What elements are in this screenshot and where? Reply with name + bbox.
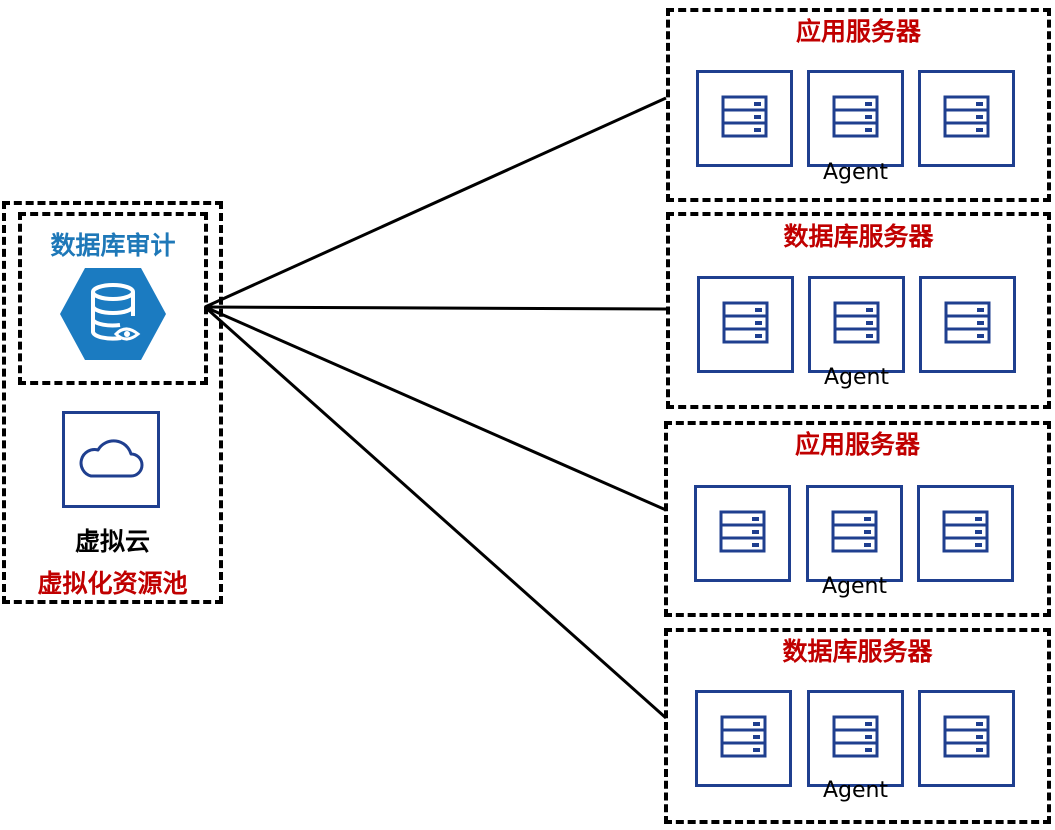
server-icon <box>832 95 879 138</box>
server-icon <box>831 510 878 553</box>
server-box <box>694 485 791 582</box>
virtual-resource-pool-label: 虚拟化资源池 <box>37 569 188 598</box>
database-audit-title: 数据库审计 <box>50 231 176 260</box>
server-icon <box>944 301 991 344</box>
connection-line-4 <box>204 305 667 720</box>
server-group-title: 数据库服务器 <box>782 637 933 666</box>
connection-line-1 <box>204 96 667 309</box>
server-group-4 <box>664 628 1051 824</box>
server-box <box>918 690 1015 787</box>
server-box <box>695 690 792 787</box>
server-icon <box>832 715 879 758</box>
server-icon <box>833 301 880 344</box>
cloud-icon <box>79 439 144 478</box>
server-group-title: 数据库服务器 <box>783 222 934 251</box>
agent-label: Agent <box>823 365 890 390</box>
server-box <box>917 485 1014 582</box>
server-group-1 <box>666 8 1051 202</box>
server-icon <box>719 510 766 553</box>
server-icon <box>722 301 769 344</box>
cloud-icon-box <box>62 411 160 508</box>
agent-label: Agent <box>821 574 888 599</box>
agent-label: Agent <box>822 160 889 185</box>
connection-line-3 <box>204 305 667 512</box>
database-audit-container <box>18 212 208 385</box>
database-eye-icon <box>60 268 166 360</box>
server-group-2 <box>666 212 1051 409</box>
connection-line-2 <box>204 305 667 311</box>
server-icon <box>942 510 989 553</box>
server-box <box>807 70 904 167</box>
server-group-title: 应用服务器 <box>795 17 921 46</box>
virtual-cloud-title: 虚拟云 <box>74 527 150 556</box>
server-icon <box>943 95 990 138</box>
server-icon <box>943 715 990 758</box>
server-box <box>918 70 1015 167</box>
server-box <box>808 276 905 373</box>
server-icon <box>721 95 768 138</box>
server-box <box>697 276 794 373</box>
server-group-3 <box>664 421 1051 617</box>
server-box <box>807 690 904 787</box>
server-group-title: 应用服务器 <box>794 430 920 459</box>
agent-label: Agent <box>822 778 889 803</box>
server-box <box>919 276 1016 373</box>
server-box <box>696 70 793 167</box>
virtual-cloud-container <box>2 201 223 604</box>
server-box <box>806 485 903 582</box>
server-icon <box>720 715 767 758</box>
